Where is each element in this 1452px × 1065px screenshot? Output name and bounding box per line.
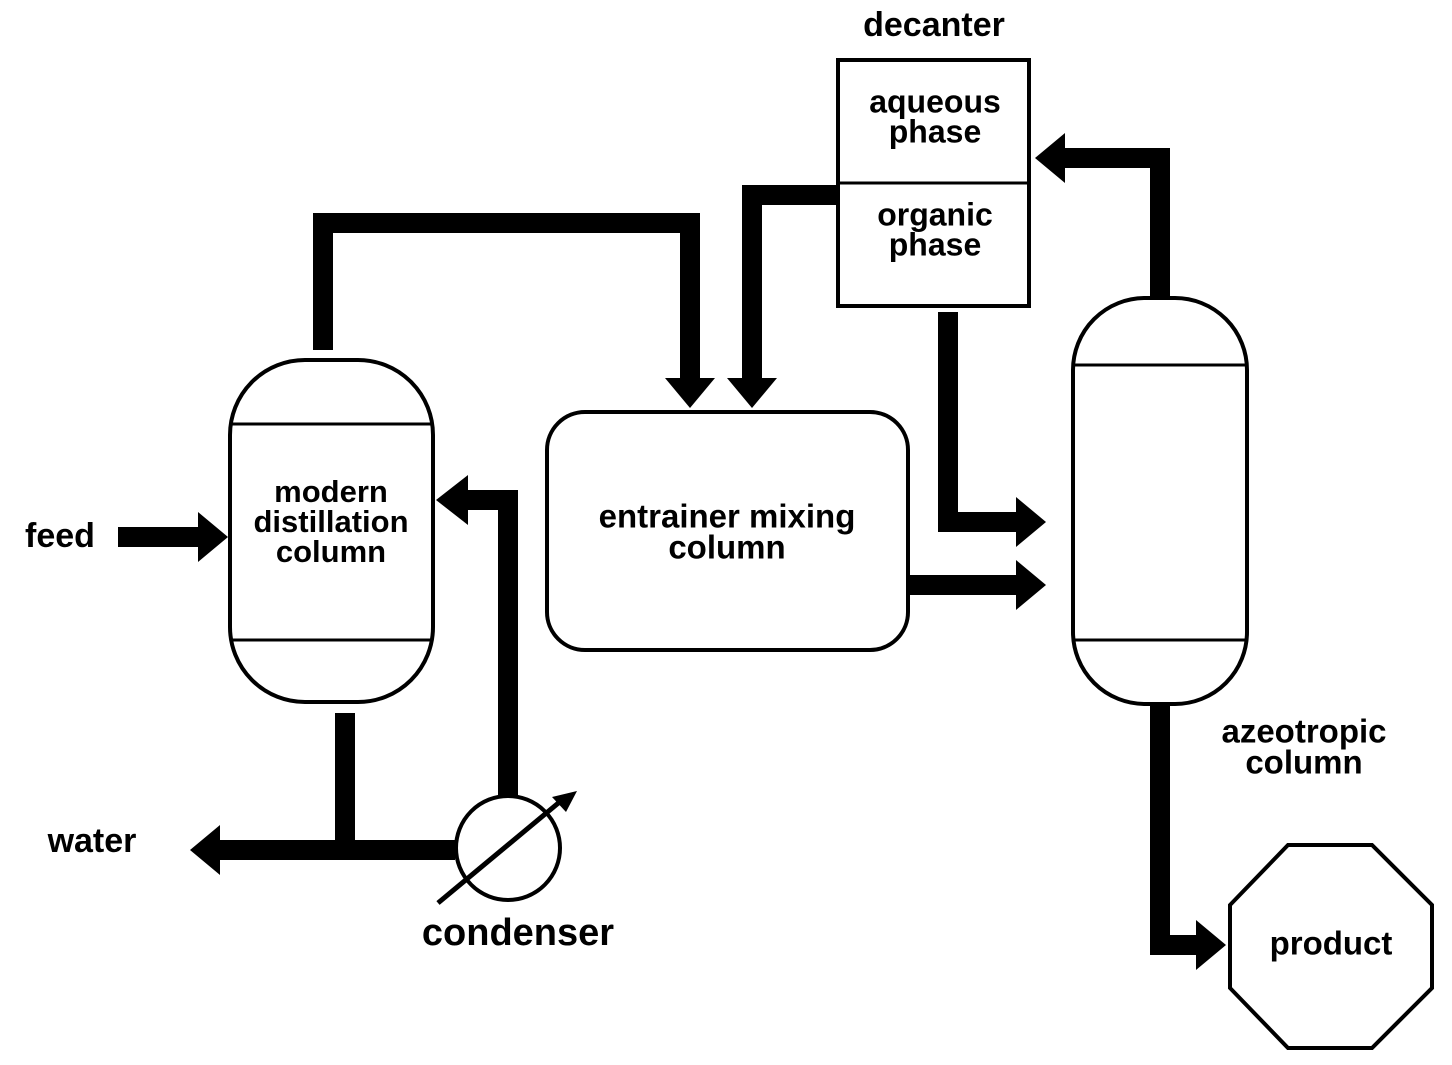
- condenser-reflux-arrow: [436, 475, 518, 800]
- azeotropic-label-line2: column: [1245, 744, 1362, 781]
- azeotropic-overhead-arrow: [1035, 133, 1170, 298]
- mixing-label-line2: column: [668, 529, 785, 566]
- water-outlet-arrow: [190, 825, 455, 875]
- condenser: [436, 791, 577, 905]
- azeotropic-label-line1: azeotropic: [1221, 713, 1386, 750]
- aqueous-phase-label-line2: phase: [889, 113, 981, 149]
- aqueous-phase-label-line1: aqueous: [869, 83, 1001, 119]
- organic-recycle-arrow: [727, 185, 836, 408]
- product-label: product: [1270, 925, 1393, 962]
- condenser-arrow-icon: [552, 791, 577, 812]
- mixing-label-line1: entrainer mixing: [599, 498, 856, 535]
- azeotropic-column: [1071, 296, 1249, 706]
- organic-phase-label-line1: organic: [877, 196, 993, 232]
- organic-phase-label-line2: phase: [889, 226, 981, 262]
- product-vessel: [1228, 843, 1434, 1050]
- azeotropic-bottoms-arrow: [1150, 705, 1226, 970]
- distillation-column: [228, 358, 435, 704]
- decanter: [836, 58, 1031, 308]
- entrainer-mixing-column: [545, 410, 910, 652]
- distillation-label-line2: distillation: [254, 504, 409, 539]
- distillation-label-line3: column: [276, 534, 386, 569]
- feed-stream-arrow: [118, 512, 228, 562]
- decanter-to-azeotropic-arrow: [938, 312, 1046, 547]
- mixing-to-azeotropic-arrow: [910, 560, 1046, 610]
- feed-label: feed: [25, 517, 95, 555]
- decanter-label: decanter: [863, 6, 1005, 44]
- distillation-label-line1: modern: [274, 474, 388, 509]
- water-label: water: [47, 822, 137, 860]
- condenser-label: condenser: [422, 912, 614, 954]
- distillation-overhead-arrow: [313, 213, 715, 408]
